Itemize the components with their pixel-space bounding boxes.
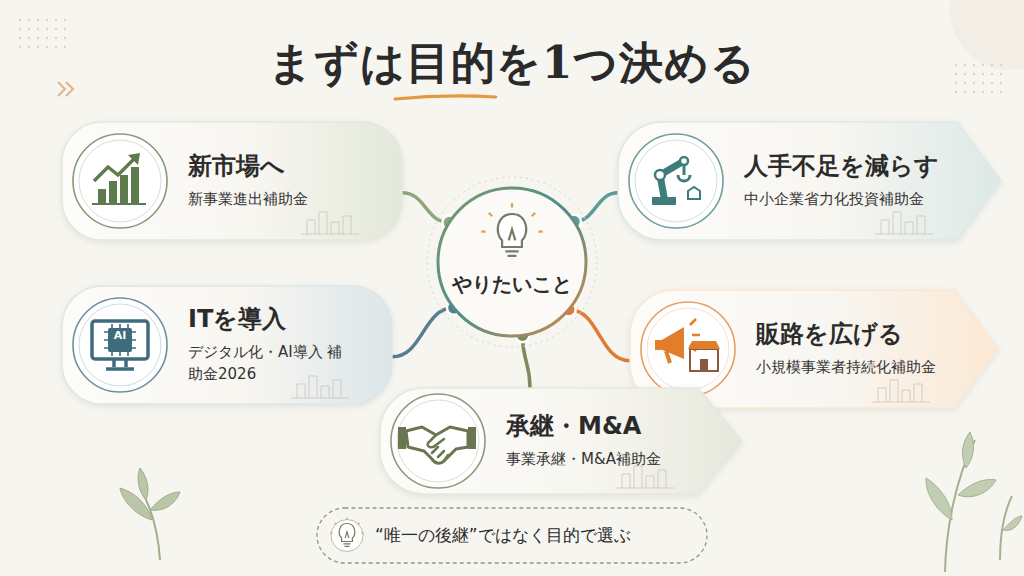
hub-label: やりたいこと (452, 271, 572, 298)
box-outline (618, 122, 1001, 240)
subsidy-name: 新事業進出補助金 (188, 189, 308, 211)
connector (569, 310, 630, 361)
hub-ring (426, 176, 598, 348)
box-heading: 人手不足を減らす (744, 151, 939, 181)
note-text: “唯一の後継”ではなく目的で選ぶ (375, 524, 631, 547)
hands-icon (398, 427, 476, 463)
hub-circle: やりたいこと (426, 176, 598, 348)
dot-grid (12, 14, 66, 54)
box-heading: 承継・M&A (506, 411, 641, 441)
subsidy-name: 小規模事業者持続化補助金 (756, 357, 936, 379)
subsidy-name: デジタル化・AI導入 補助金2026 (188, 342, 356, 386)
monitor-icon (92, 321, 148, 369)
connector (392, 308, 454, 357)
chip-label: AI (108, 329, 132, 343)
title: まずは目的を1つ決める (268, 34, 757, 93)
subsidy-name: 中小企業省力化投資補助金 (744, 189, 924, 211)
leaf-sprig (926, 432, 1022, 572)
box-heading: 販路を広げる (756, 319, 903, 349)
purpose-box: ITを導入デジタル化・AI導入 補助金2026 AI (62, 286, 392, 404)
connector (402, 193, 449, 223)
robot-icon (652, 157, 700, 205)
box-heading: ITを導入 (188, 304, 286, 334)
purpose-box: 承継・M&A 事業承継・M&A補助金 (380, 388, 742, 494)
note-pill: “唯一の後継”ではなく目的で選ぶ (317, 508, 707, 563)
chart-icon (92, 153, 146, 204)
leaf-sprig (120, 468, 180, 560)
purpose-box: 新市場へ新事業進出補助金 (62, 122, 402, 240)
purpose-box: 人手不足を減らす中小企業省力化投資補助金 (618, 122, 1001, 240)
box-heading: 新市場へ (188, 151, 285, 181)
subsidy-name: 事業承継・M&A補助金 (506, 449, 661, 471)
title-underline (395, 96, 496, 99)
box-outline (380, 388, 742, 494)
dot-grid (950, 60, 1004, 100)
box-outline (62, 122, 402, 240)
shop-icon (655, 319, 720, 371)
